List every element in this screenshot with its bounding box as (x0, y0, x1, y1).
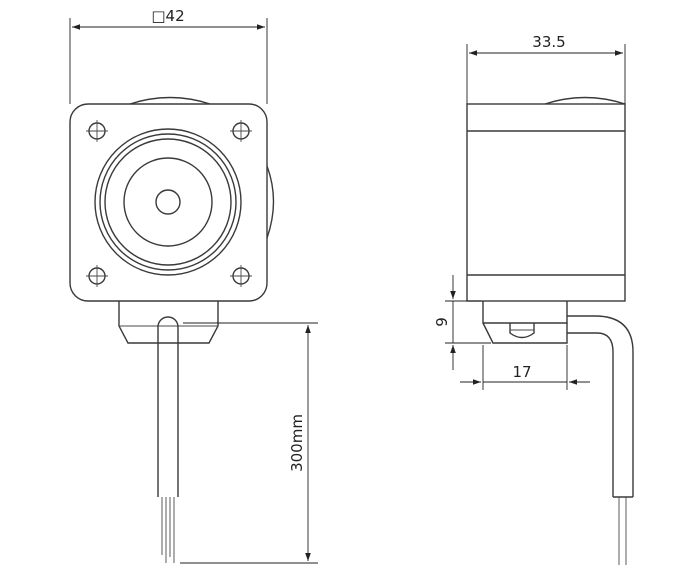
cable-gland (118, 301, 219, 344)
cable (157, 316, 179, 563)
side-cable (567, 315, 634, 565)
dimension-height-label: 9 (433, 317, 451, 327)
dimension-lead-length-label: 300mm (288, 414, 306, 472)
motor-side-body (466, 103, 626, 302)
dimension-width: □42 (69, 7, 268, 104)
front-view (69, 96, 275, 563)
side-connector (482, 301, 568, 344)
dimension-lead-length: 300mm (180, 322, 318, 564)
dimension-height: 9 (433, 275, 491, 370)
motor-square-body (69, 103, 268, 302)
side-view (466, 96, 634, 565)
dimension-connector-label: 17 (512, 363, 531, 381)
dimension-depth: 33.5 (466, 33, 626, 104)
mounting-holes (86, 120, 252, 287)
rotor-circles (94, 128, 242, 276)
dimension-width-label: □42 (151, 7, 184, 25)
dimension-depth-label: 33.5 (532, 33, 565, 51)
dimension-connector: 17 (460, 345, 590, 390)
